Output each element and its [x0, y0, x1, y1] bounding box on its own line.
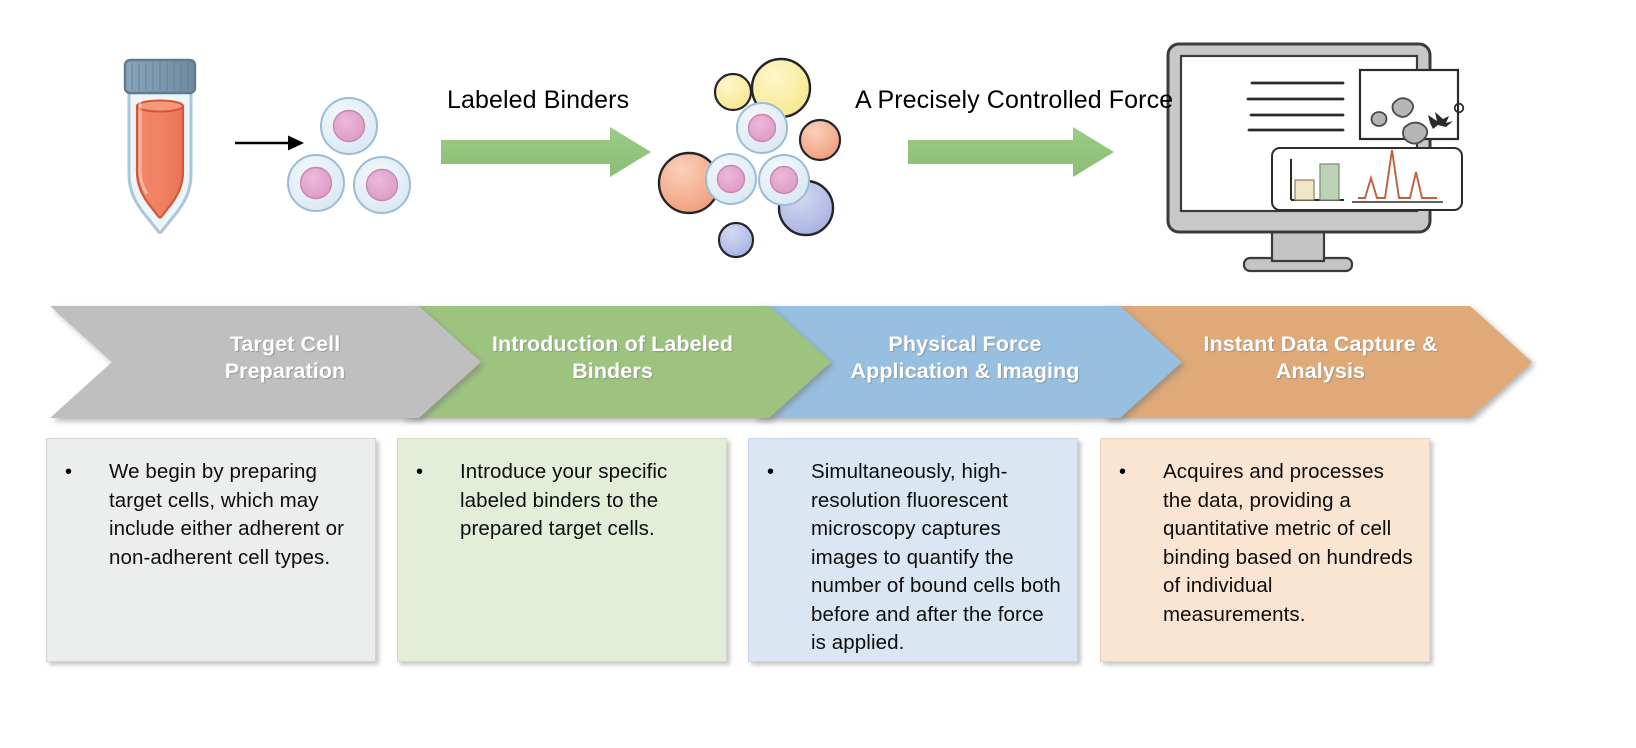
bullet-marker: •	[767, 461, 775, 483]
centrifuge-tube-icon	[123, 58, 197, 234]
bullet-marker: •	[416, 461, 424, 483]
label-labeled-binders: Labeled Binders	[447, 86, 630, 114]
green-block-arrow-icon-1	[441, 127, 651, 177]
process-step-chevrons: Target Cell Preparation Introduction of …	[0, 296, 1636, 428]
thin-arrow-icon	[235, 135, 304, 151]
description-box-introduction-of-labeled-binders: • Introduce your specific labeled binder…	[397, 438, 727, 662]
computer-monitor-icon	[1166, 42, 1465, 273]
bullet-marker: •	[1119, 461, 1127, 483]
description-text: Introduce your specific labeled binders …	[460, 460, 668, 540]
description-box-instant-data-capture-analysis: • Acquires and processes the data, provi…	[1100, 438, 1430, 662]
chevron-instant-data-capture-analysis[interactable]	[1101, 306, 1532, 418]
description-box-target-cell-preparation: • We begin by preparing target cells, wh…	[46, 438, 376, 662]
bullet-marker: •	[65, 461, 73, 483]
description-text: We begin by preparing target cells, whic…	[109, 460, 345, 569]
illustration-svg	[123, 42, 1465, 273]
chevron-introduction-of-labeled-binders[interactable]	[400, 306, 831, 418]
chevron-physical-force-application-imaging[interactable]	[751, 306, 1182, 418]
description-text: Simultaneously, high-resolution fluoresc…	[811, 460, 1061, 654]
cells-with-binders-icon	[657, 57, 842, 259]
description-text: Acquires and processes the data, providi…	[1163, 460, 1413, 626]
label-precisely-controlled-force: A Precisely Controlled Force	[855, 86, 1174, 114]
description-box-physical-force-application-imaging: • Simultaneously, high-resolution fluore…	[748, 438, 1078, 662]
process-illustration: Labeled Binders A Precisely Controlled F…	[0, 0, 1636, 295]
chevron-target-cell-preparation[interactable]	[50, 306, 481, 418]
process-step-descriptions: • We begin by preparing target cells, wh…	[0, 432, 1636, 672]
green-block-arrow-icon-2	[908, 127, 1114, 177]
target-cells-icon	[287, 97, 411, 214]
chevron-svg	[50, 306, 1532, 418]
